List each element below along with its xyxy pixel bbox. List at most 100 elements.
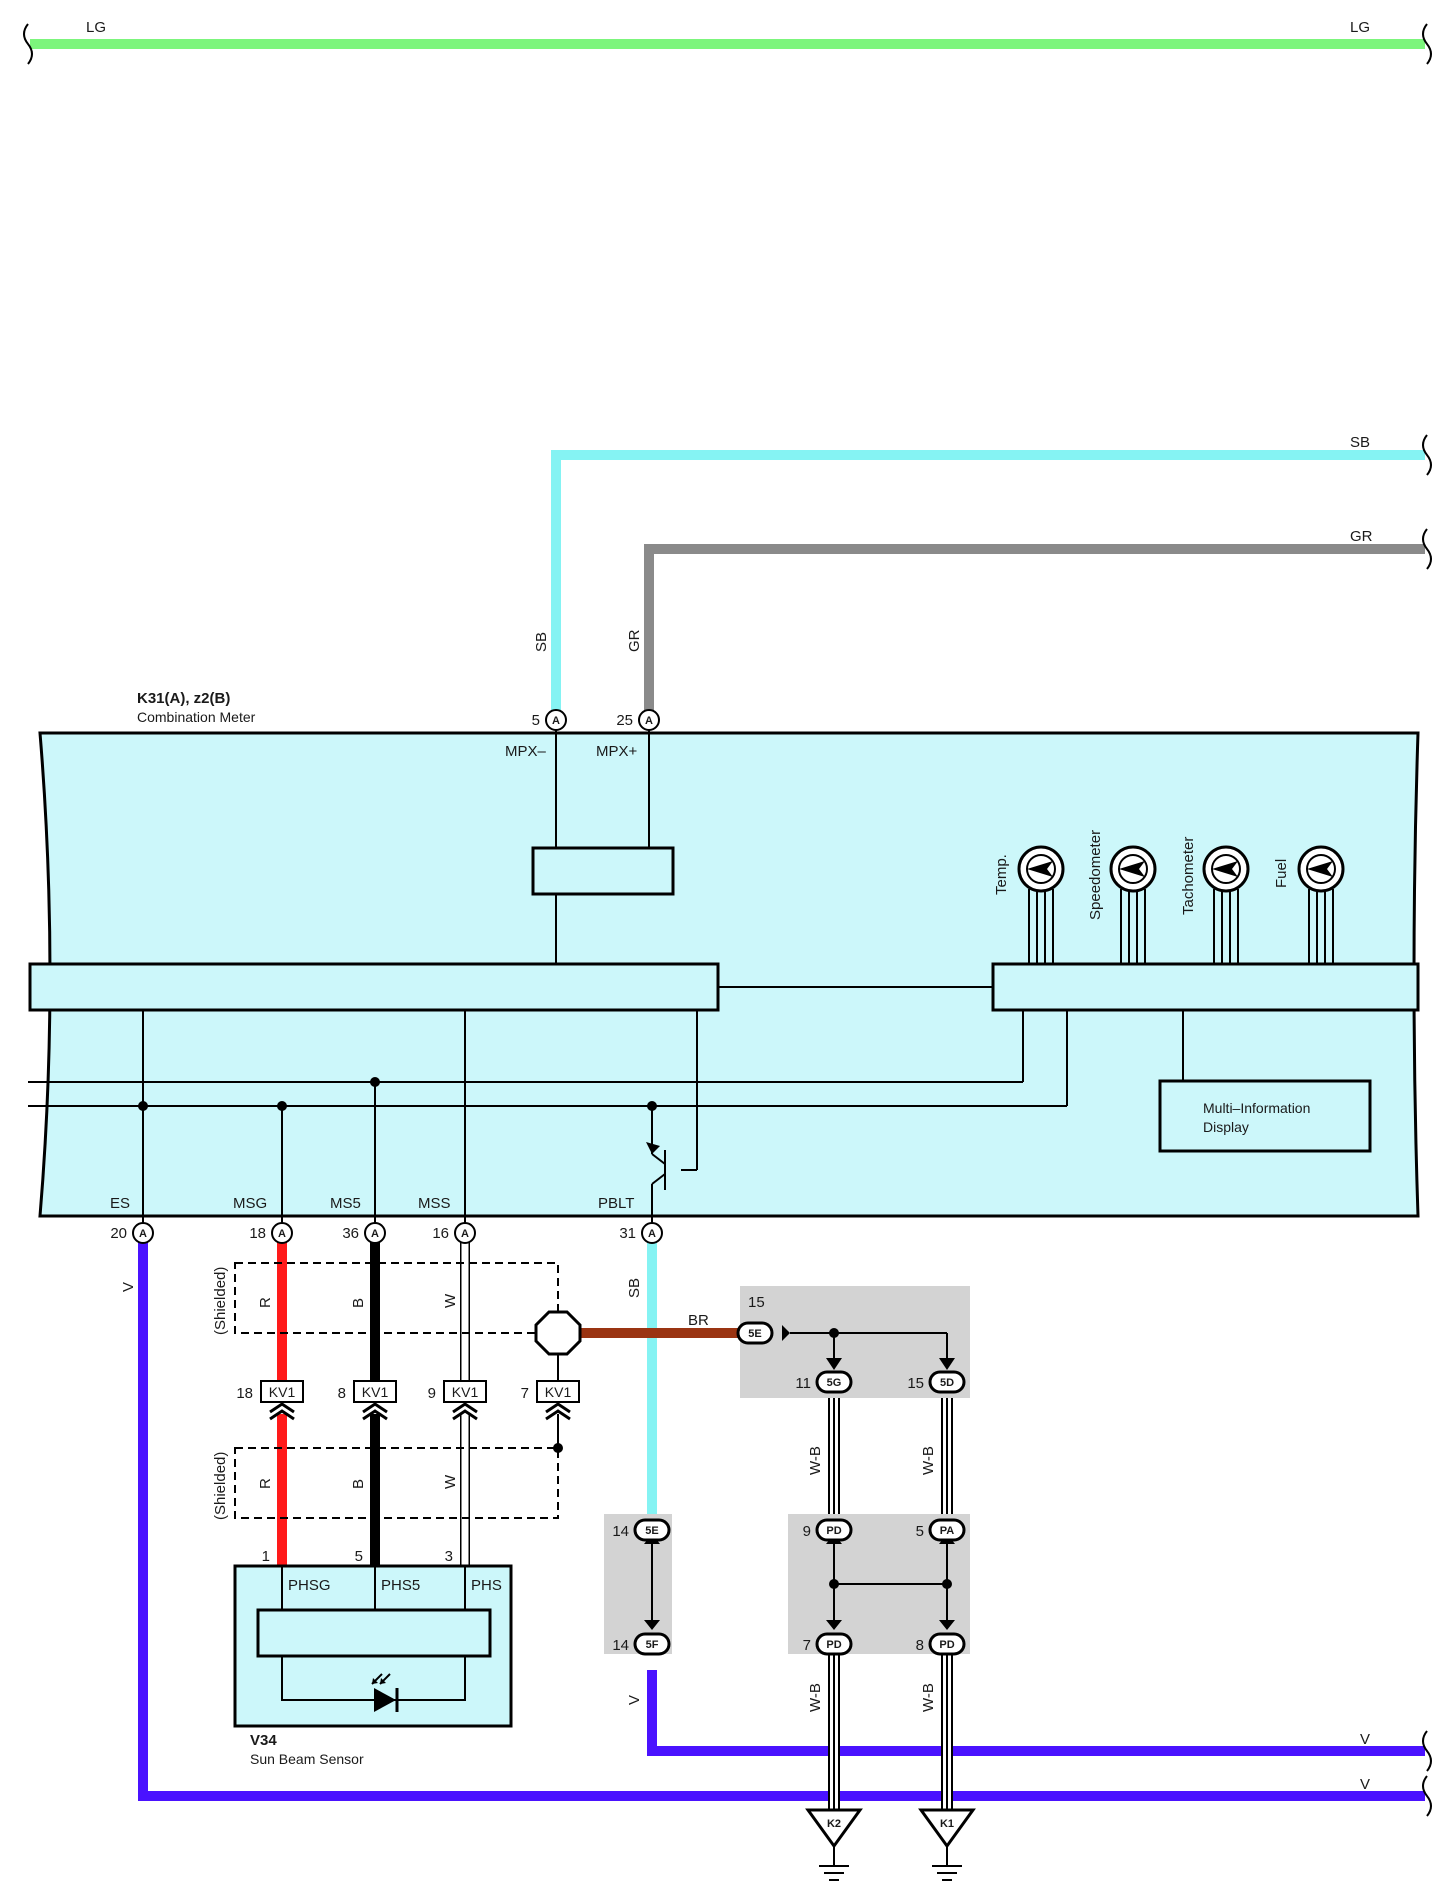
junction-5f-14: 5F 14: [612, 1632, 671, 1656]
ground-icon: [918, 1808, 976, 1849]
junction-5e-15: 5E 15: [736, 1294, 774, 1345]
svg-text:3: 3: [445, 1548, 453, 1565]
svg-text:11: 11: [795, 1375, 811, 1392]
svg-text:9: 9: [428, 1385, 436, 1402]
svg-text:A: A: [648, 1228, 656, 1240]
meter-cpu: [28, 962, 720, 1012]
junction-arrow-icon: [644, 1534, 660, 1630]
meter-pin-25: A 25 MPX+: [596, 709, 660, 760]
svg-text:1: 1: [262, 1548, 270, 1565]
svg-text:36: 36: [342, 1225, 359, 1242]
gauge-speedometer: Speedometer: [1087, 830, 1157, 964]
svg-text:18: 18: [249, 1225, 266, 1242]
combination-meter: K31(A), z2(B) Combination Meter A 5 MPX–…: [28, 690, 1420, 1223]
svg-text:MSS: MSS: [418, 1195, 451, 1212]
junction-pd-8: PD 8: [916, 1632, 966, 1656]
signal-mpx-minus: MPX–: [505, 743, 547, 760]
svg-text:8: 8: [338, 1385, 346, 1402]
wire-label-b-lower: B: [350, 1479, 367, 1489]
junction-blocks: [604, 1286, 970, 1654]
wire-label-lg-right: LG: [1350, 19, 1370, 36]
svg-text:18: 18: [236, 1385, 253, 1402]
svg-text:8: 8: [916, 1637, 924, 1654]
svg-text:Temp.: Temp.: [993, 854, 1010, 895]
svg-text:25: 25: [616, 712, 633, 729]
svg-text:K1: K1: [940, 1818, 954, 1830]
communication-ic: [531, 846, 675, 896]
svg-text:Display: Display: [1203, 1119, 1249, 1135]
kv1-connector-8: KV1 8: [338, 1380, 397, 1421]
wire-label-sb-lower: SB: [626, 1278, 643, 1298]
meter-bottom-pins: A 20 ES A 18 MSG A 36 MS5 A 16 MSS A 31 …: [110, 1195, 663, 1244]
svg-text:KV1: KV1: [269, 1384, 296, 1400]
gauge-tachometer: Tachometer: [1180, 837, 1250, 964]
wire-label-w-lower: W: [442, 1474, 459, 1489]
svg-text:31: 31: [619, 1225, 636, 1242]
svg-text:16: 16: [432, 1225, 449, 1242]
connector-arrow-icon: [362, 1402, 388, 1421]
svg-text:Speedometer: Speedometer: [1087, 830, 1104, 920]
kv1-connector-7: KV1 7: [521, 1380, 580, 1421]
transistor-emitter-arrow: [646, 1142, 660, 1154]
svg-text:A: A: [371, 1228, 379, 1240]
signal-mpx-plus: MPX+: [596, 743, 638, 760]
svg-text:(Shielded): (Shielded): [212, 1267, 229, 1335]
svg-text:PD: PD: [939, 1639, 954, 1651]
ground-icon: [805, 1808, 863, 1849]
gauge-driver: [991, 962, 1420, 1012]
wire-label-wb: W-B: [807, 1446, 824, 1475]
junction-5e-14: 5E 14: [612, 1518, 671, 1542]
svg-text:(Shielded): (Shielded): [212, 1452, 229, 1520]
wire-label-gr-top: GR: [1350, 528, 1373, 545]
svg-text:15: 15: [907, 1375, 924, 1392]
svg-text:KV1: KV1: [545, 1384, 572, 1400]
wire-label-v-upper-right: V: [1360, 1731, 1370, 1748]
kv1-connector-9: KV1 9: [428, 1380, 487, 1421]
wb-wires: W-B W-B W-B W-B: [807, 1398, 953, 1810]
wire-break-icon: [1422, 1730, 1432, 1772]
svg-text:A: A: [552, 715, 560, 727]
shield-lower: (Shielded): [212, 1443, 563, 1520]
sb-gr-wires: SB GR SB GR: [533, 434, 1432, 712]
svg-text:7: 7: [803, 1637, 811, 1654]
sun-beam-sensor: 1 5 3 PHSG PHS5 PHS V34 Sun Beam Sensor: [233, 1548, 513, 1767]
junction-arrow-icon: [939, 1534, 955, 1630]
svg-text:PD: PD: [826, 1525, 841, 1537]
v-wires: V V V V: [120, 1233, 1432, 1817]
svg-text:MS5: MS5: [330, 1195, 361, 1212]
sensor-wires: R R B B W W: [257, 1233, 559, 1566]
meter-code: K31(A), z2(B): [137, 690, 230, 707]
svg-text:A: A: [645, 715, 653, 727]
junction-pd-7: PD 7: [803, 1632, 853, 1656]
junction-arrow-icon: [782, 1325, 790, 1341]
ground-k1: K1: [918, 1808, 976, 1881]
svg-text:Fuel: Fuel: [1273, 859, 1290, 888]
svg-text:5: 5: [916, 1523, 924, 1540]
meter-name: Combination Meter: [137, 709, 256, 725]
wire-label-wb: W-B: [920, 1446, 937, 1475]
gauge-temp: Temp.: [993, 845, 1065, 964]
wire-label-wb: W-B: [920, 1683, 937, 1712]
svg-text:A: A: [461, 1228, 469, 1240]
wire-break-icon: [1422, 23, 1432, 65]
wire-label-sb-top: SB: [1350, 434, 1370, 451]
svg-text:5D: 5D: [940, 1377, 954, 1389]
svg-text:5G: 5G: [827, 1377, 842, 1389]
wire-break-icon: [1422, 528, 1432, 570]
wire-label-b-upper: B: [350, 1298, 367, 1308]
wire-label-gr-vertical: GR: [626, 629, 643, 652]
wire-label-r-upper: R: [257, 1297, 274, 1308]
lg-wire: LG LG: [23, 19, 1432, 65]
svg-text:MSG: MSG: [233, 1195, 267, 1212]
gauge-fuel: Fuel: [1273, 845, 1345, 964]
meter-pin-36: A 36 MS5: [330, 1195, 386, 1244]
sensor-code: V34: [250, 1732, 277, 1749]
svg-text:Multi–Information: Multi–Information: [1203, 1100, 1310, 1116]
junction-5g-11: 5G 11: [795, 1370, 853, 1394]
wire-label-lg-left: LG: [86, 19, 106, 36]
wire-label-w-upper: W: [442, 1293, 459, 1308]
junction-pd-9: PD 9: [803, 1518, 853, 1542]
svg-text:PA: PA: [940, 1525, 955, 1537]
wire-label-v-lower-right: V: [1360, 1776, 1370, 1793]
meter-pin-31: A 31 PBLT: [598, 1195, 663, 1244]
